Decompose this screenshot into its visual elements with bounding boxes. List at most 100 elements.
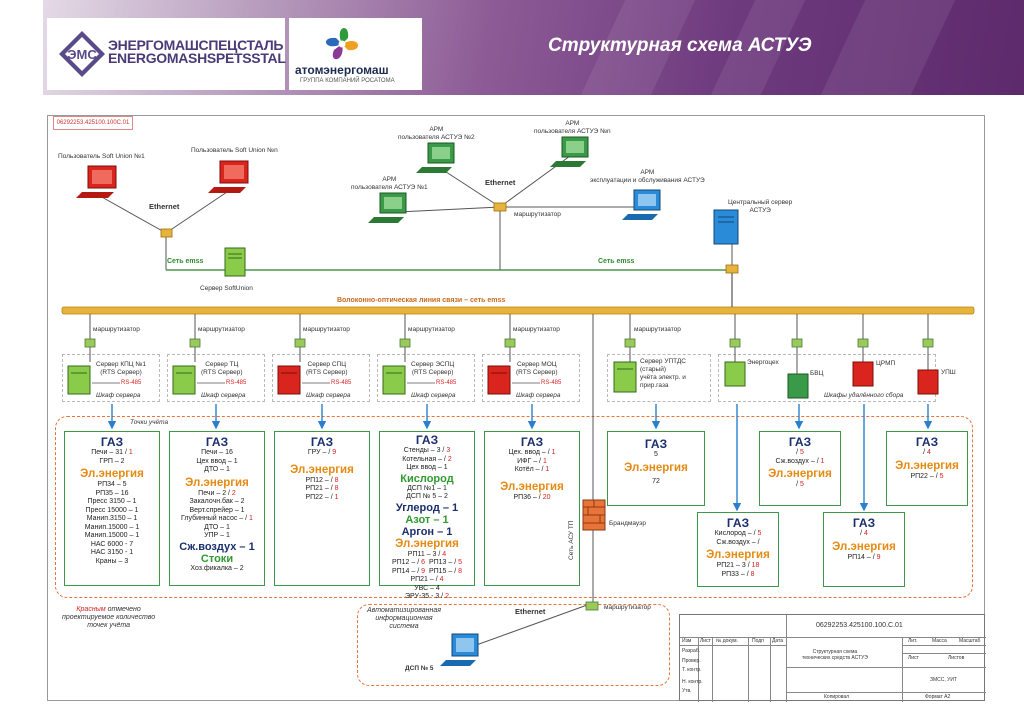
server-uptds-icon bbox=[613, 361, 637, 393]
aem-subtitle: ГРУППА КОМПАНИЙ РОСАТОМА bbox=[300, 78, 395, 84]
fiber-label: Волоконно-оптическая линия связи – сеть … bbox=[337, 297, 506, 304]
points-box-moc: ГАЗ Цех. ввод – / 1 ИФГ – / 1 Котёл – / … bbox=[484, 431, 580, 586]
router-label: маршрутизатор bbox=[198, 326, 245, 333]
workstation-service-icon bbox=[622, 189, 661, 220]
cabinet-label: Шкаф сервера bbox=[516, 392, 561, 399]
router-icon bbox=[504, 338, 516, 348]
server-softunion-icon bbox=[224, 247, 246, 277]
router-icon bbox=[729, 338, 741, 348]
rs485-label: RS-485 bbox=[436, 380, 457, 386]
document-stamp: 06292253.425100.100С.01 bbox=[53, 116, 133, 130]
router-icon bbox=[585, 601, 599, 611]
points-area bbox=[55, 416, 973, 598]
router-icon bbox=[725, 264, 739, 274]
drawing-frame bbox=[47, 115, 985, 701]
router-icon bbox=[857, 338, 869, 348]
rs485-label: RS-485 bbox=[226, 380, 247, 386]
router-icon bbox=[922, 338, 934, 348]
oxygen-heading: Кислород bbox=[400, 472, 454, 485]
points-box-bvc: ГАЗ / 5 Сж.воздух – / 1 Эл.энергия / 5 bbox=[759, 431, 841, 506]
ems-name-en: ENERGOMASHSPETSSTAL bbox=[108, 50, 286, 66]
workstation-arm2-icon bbox=[416, 142, 455, 173]
router-icon bbox=[160, 228, 173, 238]
server-cabinet-area bbox=[62, 354, 160, 402]
cabinet-label: Шкаф сервера bbox=[411, 392, 456, 399]
points-box-espc: ГАЗ Стенды – 3 / 3 Котельная – / 2 Цех в… bbox=[379, 431, 475, 600]
router-icon bbox=[399, 338, 411, 348]
svg-text:ЭМС: ЭМС bbox=[67, 47, 97, 62]
points-box-kpc: ГАЗ Печи – 31 / 1 ГРП – 2 Эл.энергия РП3… bbox=[64, 431, 160, 586]
firewall-label: Брандмауэр bbox=[609, 520, 646, 527]
server-espc-label: Сервер ЭСПЦ(RTS Сервер) bbox=[411, 361, 455, 376]
server-kpc-label: Сервер КПЦ №1(RTS Сервер) bbox=[96, 361, 147, 376]
router-icons bbox=[160, 202, 739, 274]
server-tc-label: Сервер ТЦ(RTS Сервер) bbox=[201, 361, 243, 376]
server-spc-label: Сервер СПЦ(RTS Сервер) bbox=[306, 361, 348, 376]
ethernet-bottom-label: Ethernet bbox=[515, 607, 546, 616]
points-box-uptds: ГАЗ 5 Эл.энергия 72 bbox=[607, 431, 705, 506]
server-spc-icon bbox=[277, 365, 301, 395]
remote-energy-label: Энергоцех bbox=[747, 359, 779, 366]
router-mid-label: маршрутизатор bbox=[514, 211, 561, 218]
aem-logo-box bbox=[289, 18, 422, 90]
ethernet-mid-label: Ethernet bbox=[485, 178, 516, 187]
rs485-label: RS-485 bbox=[331, 380, 352, 386]
asu-net-label: Сеть АСУ ТП bbox=[568, 520, 575, 560]
net-emss-right-label: Сеть emss bbox=[598, 258, 635, 265]
fiber-optic-line bbox=[61, 306, 975, 315]
fiber-router-icons bbox=[84, 338, 934, 611]
air-heading: Сж.воздух – 1 bbox=[179, 540, 255, 553]
data-arrows bbox=[107, 404, 933, 512]
router-icon bbox=[791, 338, 803, 348]
router-icon bbox=[294, 338, 306, 348]
workstation-arm1-icon bbox=[368, 192, 407, 223]
dsp5-label: ДСП № 5 bbox=[405, 665, 434, 672]
server-moc-label: Сервер МОЦ(RTS Сервер) bbox=[516, 361, 558, 376]
fiber-taps bbox=[89, 314, 929, 649]
router-label: маршрутизатор bbox=[303, 326, 350, 333]
router-label: маршрутизатор bbox=[634, 326, 681, 333]
server-tc-icon bbox=[172, 365, 196, 395]
server-cabinet-area bbox=[377, 354, 475, 402]
user1-label: Пользователь Soft Union №1 bbox=[58, 153, 145, 160]
router-label: маршрутизатор bbox=[513, 326, 560, 333]
server-cabinet-area bbox=[607, 354, 711, 402]
carbon-heading: Углерод – 1 bbox=[395, 501, 459, 514]
router-bottom-label: маршрутизатор bbox=[604, 604, 651, 611]
workstation-usern-icon bbox=[208, 160, 249, 193]
tb-code: 06292253.425100.100.С.01 bbox=[816, 622, 903, 629]
router-icon bbox=[189, 338, 201, 348]
rs485-label: RS-485 bbox=[541, 380, 562, 386]
cabinet-label: Шкаф сервера bbox=[201, 392, 246, 399]
remote-crmp-icon bbox=[852, 361, 874, 387]
points-box-tc: ГАЗ Печи – 16 Цех ввод – 1 ДТО – 1 Эл.эн… bbox=[169, 431, 265, 586]
points-label: Точки учёта bbox=[130, 419, 169, 426]
remote-bvc-label: БВЦ bbox=[810, 370, 824, 377]
central-server-icon bbox=[713, 209, 739, 245]
remote-energy-icon bbox=[724, 361, 746, 387]
remote-cabinets-label: Шкафы удалённого сбора bbox=[824, 392, 904, 399]
gas-heading: ГАЗ bbox=[100, 435, 124, 449]
ems-company-name: ЭНЕРГОМАШСПЕЦСТАЛЬ ENERGOMASHSPETSSTAL bbox=[108, 38, 286, 66]
workstation-user1-icon bbox=[76, 165, 117, 198]
remote-upsh-icon bbox=[917, 369, 939, 395]
server-links bbox=[89, 347, 929, 374]
usern-label: Пользователь Soft Union №n bbox=[191, 147, 278, 154]
ems-logo-icon: ЭМС bbox=[59, 31, 105, 77]
remote-crmp-label: ЦРМП bbox=[876, 360, 896, 367]
nitrogen-heading: Азот – 1 bbox=[405, 513, 449, 526]
title-block: 06292253.425100.100.С.01 Структурная схе… bbox=[679, 614, 986, 702]
router-icon bbox=[493, 202, 507, 212]
router-icon bbox=[84, 338, 96, 348]
server-cabinet-area bbox=[167, 354, 265, 402]
ethernet-left-label: Ethernet bbox=[149, 202, 180, 211]
server-cabinet-area bbox=[272, 354, 370, 402]
server-cabinet-area bbox=[482, 354, 580, 402]
router-label: маршрутизатор bbox=[93, 326, 140, 333]
